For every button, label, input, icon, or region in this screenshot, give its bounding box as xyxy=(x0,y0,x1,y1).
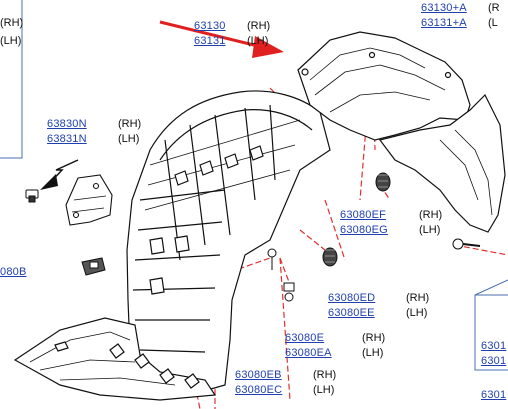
side-lh-ec: (LH) xyxy=(313,384,335,396)
part-number-63131-a[interactable]: 63131+A xyxy=(421,17,467,29)
side-rh-e: (RH) xyxy=(362,332,386,344)
side-lh-ea: (LH) xyxy=(362,347,384,359)
part-number-080b[interactable]: 080B xyxy=(0,266,27,278)
part-number-63080ee[interactable]: 63080EE xyxy=(328,307,375,319)
part-number-63080ed[interactable]: 63080ED xyxy=(328,292,376,304)
part-number-6301-c[interactable]: 6301 xyxy=(481,389,507,401)
left-box-lh-label: (LH) xyxy=(0,35,22,47)
part-number-63080ef[interactable]: 63080EF xyxy=(340,209,387,221)
side-rh-bracket: (RH) xyxy=(118,118,142,130)
clip-fasteners xyxy=(25,172,481,302)
part-number-63130-a[interactable]: 63130+A xyxy=(421,2,467,14)
side-lh-top: (LH) xyxy=(247,35,269,47)
part-number-63831n[interactable]: 63831N xyxy=(47,133,87,145)
black-direction-arrow-icon xyxy=(40,159,79,190)
side-rh-eb: (RH) xyxy=(313,369,337,381)
upper-liner-piece xyxy=(297,31,471,141)
part-number-63131[interactable]: 63131 xyxy=(194,35,226,47)
grommet-63080ED xyxy=(322,247,338,267)
side-rh-ef: (RH) xyxy=(419,209,443,221)
side-r-edge: (R xyxy=(488,2,500,14)
part-number-6301-b[interactable]: 6301 xyxy=(481,355,507,367)
red-pointer-arrow-icon xyxy=(159,20,284,58)
clip-63080E xyxy=(283,282,295,302)
clip-left xyxy=(25,189,39,203)
right-callout-box xyxy=(474,294,508,371)
side-lh-eg: (LH) xyxy=(419,224,441,236)
part-number-6301-a[interactable]: 6301 xyxy=(481,340,507,352)
part-number-63080ea[interactable]: 63080EA xyxy=(285,347,332,359)
part-number-63080eb[interactable]: 63080EB xyxy=(235,369,282,381)
part-number-63830n[interactable]: 63830N xyxy=(47,118,87,130)
left-box-rh-label: (RH) xyxy=(0,17,24,29)
side-lh-ee: (LH) xyxy=(406,307,428,319)
pin-right xyxy=(452,238,481,250)
side-l-edge: (L xyxy=(488,17,498,29)
bracket-part xyxy=(65,174,113,226)
lower-splash-shield xyxy=(13,317,217,401)
grommet-63080EF xyxy=(375,172,391,192)
part-number-63080ec[interactable]: 63080EC xyxy=(235,384,283,396)
clip-080B xyxy=(81,257,106,276)
side-lh-bracket: (LH) xyxy=(118,133,140,145)
screw-63080EB xyxy=(267,248,277,270)
part-number-63080eg[interactable]: 63080EG xyxy=(340,224,388,236)
left-callout-box xyxy=(0,0,23,159)
part-number-63130[interactable]: 63130 xyxy=(194,20,226,32)
right-outer-liner xyxy=(378,93,506,233)
part-number-63080e[interactable]: 63080E xyxy=(285,332,325,344)
side-rh-ed: (RH) xyxy=(406,292,430,304)
side-rh-top: (RH) xyxy=(247,20,271,32)
